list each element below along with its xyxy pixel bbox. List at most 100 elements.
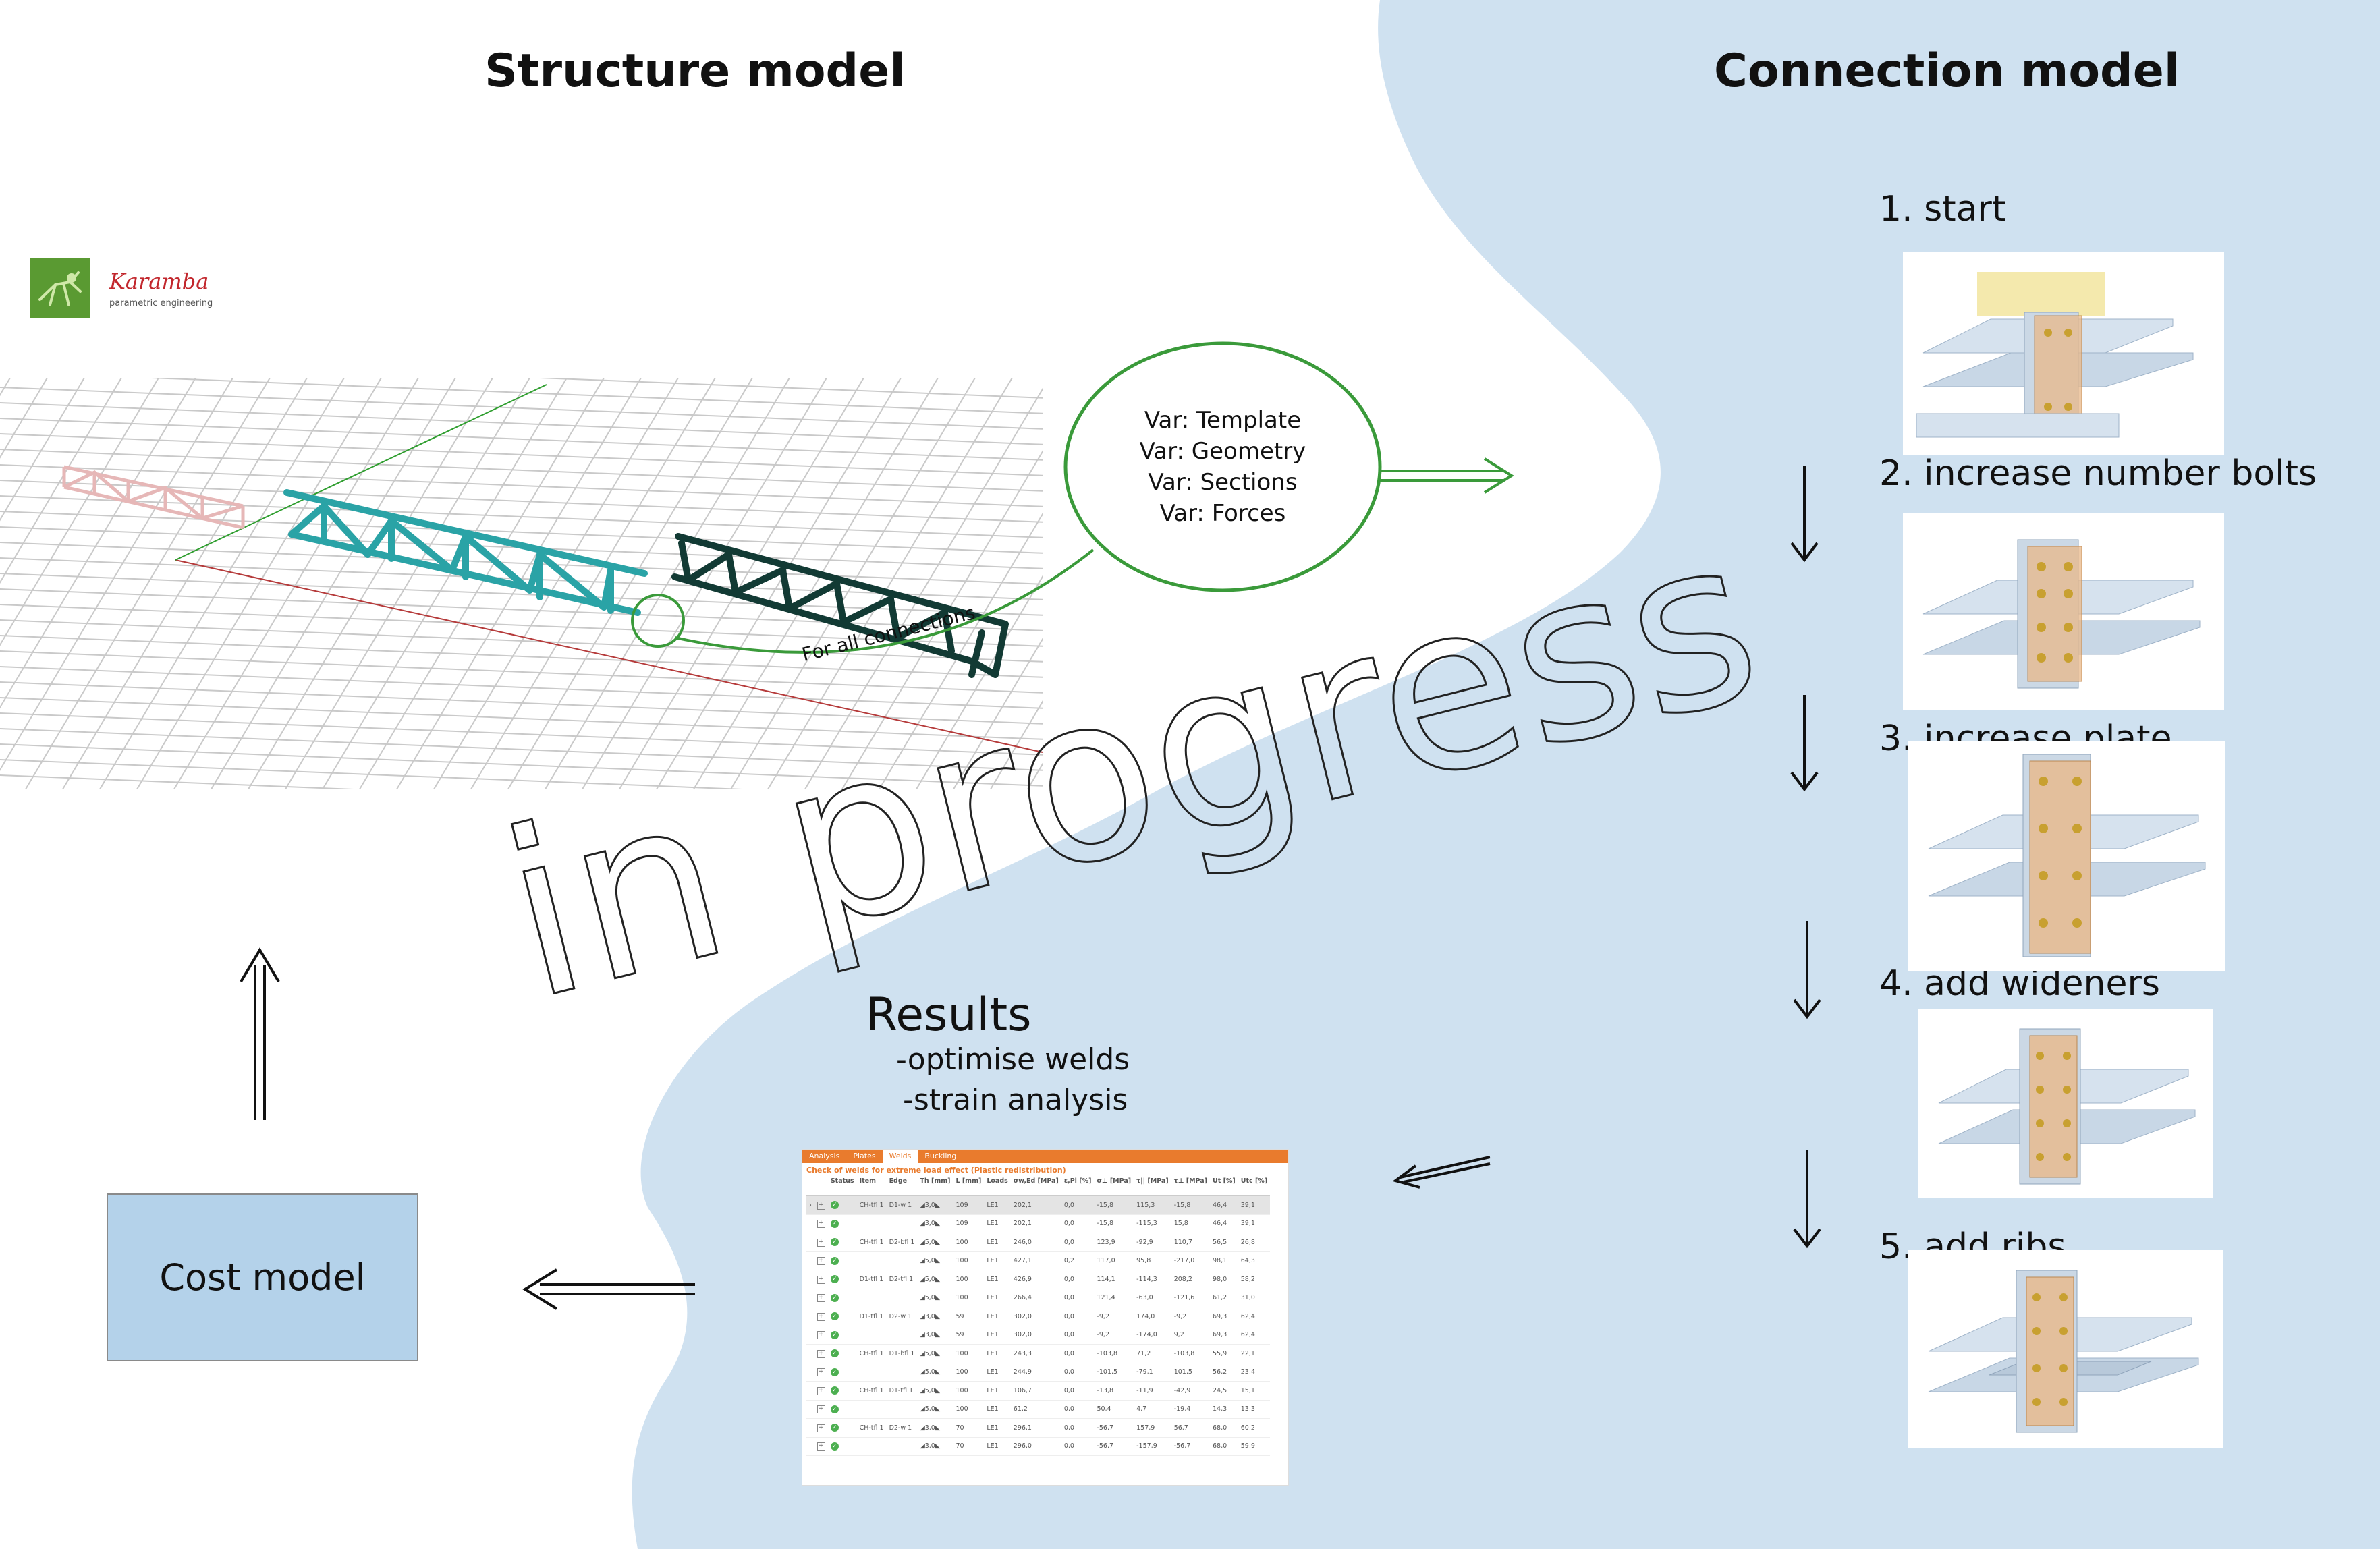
var-template: Var: Template — [1144, 407, 1302, 434]
table-cell — [856, 1400, 887, 1419]
status-cell: ✓ — [827, 1381, 857, 1401]
grasshopper-icon — [38, 271, 82, 306]
cost-model-box: Cost model — [107, 1193, 418, 1361]
column-header: Ut [%] — [1210, 1177, 1238, 1196]
expand-icon[interactable]: + — [817, 1257, 825, 1266]
status-cell: ✓ — [827, 1437, 857, 1456]
connection-render-bolts — [1903, 513, 2224, 710]
table-cell: 157,9 — [1134, 1418, 1171, 1438]
expand-icon[interactable]: + — [817, 1275, 825, 1284]
table-cell: -157,9 — [1134, 1437, 1171, 1456]
grid-line — [321, 378, 568, 789]
grid-line — [952, 638, 1043, 789]
expand-cell[interactable]: + — [814, 1233, 828, 1252]
status-ok-icon: ✓ — [830, 1275, 839, 1284]
expand-icon[interactable]: + — [817, 1442, 825, 1451]
table-cell — [806, 1437, 814, 1456]
expand-cell[interactable]: + — [814, 1307, 828, 1326]
expand-cell[interactable]: + — [814, 1437, 828, 1456]
expand-cell[interactable]: + — [814, 1251, 828, 1270]
table-cell: 114,1 — [1094, 1270, 1134, 1289]
table-cell: 243,3 — [1010, 1344, 1061, 1363]
expand-cell[interactable]: + — [814, 1195, 828, 1215]
table-cell: 0,0 — [1061, 1289, 1095, 1307]
status-ok-icon: ✓ — [830, 1256, 839, 1265]
table-cell: CH-tfl 1 — [856, 1233, 887, 1252]
expand-icon[interactable]: + — [817, 1331, 825, 1340]
expand-cell[interactable]: + — [814, 1381, 828, 1401]
structure-viewport — [0, 378, 1043, 789]
expand-icon[interactable]: + — [817, 1405, 825, 1414]
table-cell: 59,9 — [1238, 1437, 1271, 1456]
table-cell: -115,3 — [1134, 1214, 1171, 1233]
table-cell: 15,8 — [1171, 1214, 1210, 1233]
tab-analysis[interactable]: Analysis — [809, 1152, 840, 1160]
table-cell: -15,8 — [1094, 1214, 1134, 1233]
expand-cell[interactable]: + — [814, 1326, 828, 1345]
status-ok-icon: ✓ — [830, 1312, 839, 1321]
arrow-up-from-cost — [240, 947, 280, 1120]
grid-line — [136, 378, 382, 789]
tab-welds[interactable]: Welds — [882, 1150, 918, 1163]
karamba-tagline: parametric engineering — [109, 298, 213, 308]
table-cell: 100 — [953, 1233, 985, 1252]
expand-icon[interactable]: + — [817, 1312, 825, 1321]
table-cell — [886, 1400, 918, 1419]
expand-cell[interactable]: + — [814, 1363, 828, 1382]
grid-line — [0, 386, 1043, 430]
table-cell: 14,3 — [1210, 1400, 1238, 1419]
table-cell: 123,9 — [1094, 1233, 1134, 1252]
expand-icon[interactable]: + — [817, 1238, 825, 1247]
expand-cell[interactable]: + — [814, 1214, 828, 1233]
x-axis-line — [175, 559, 1043, 753]
tab-plates[interactable]: Plates — [853, 1152, 876, 1160]
table-cell: D2-tfl 1 — [886, 1270, 918, 1289]
table-cell: 50,4 — [1094, 1400, 1134, 1419]
column-header: τ|| [MPa] — [1134, 1177, 1171, 1196]
table-cell: 246,0 — [1010, 1233, 1061, 1252]
table-cell: ◢5,0◣ — [917, 1363, 953, 1382]
tab-buckling[interactable]: Buckling — [924, 1152, 957, 1160]
table-cell: 59 — [953, 1326, 985, 1345]
table-cell: 22,1 — [1238, 1344, 1271, 1363]
expand-icon[interactable]: + — [817, 1368, 825, 1377]
table-cell: LE1 — [984, 1195, 1011, 1215]
expand-icon[interactable]: + — [817, 1201, 825, 1210]
table-cell: -56,7 — [1094, 1437, 1134, 1456]
expand-cell[interactable]: + — [814, 1344, 828, 1363]
expand-cell[interactable]: + — [814, 1289, 828, 1307]
expand-cell[interactable]: + — [814, 1400, 828, 1419]
expand-cell[interactable]: + — [814, 1418, 828, 1438]
table-cell: 100 — [953, 1400, 985, 1419]
grid-line — [0, 378, 48, 459]
expand-icon[interactable]: + — [817, 1424, 825, 1432]
expand-icon[interactable]: + — [817, 1349, 825, 1358]
table-cell: ◢3,0◣ — [917, 1326, 953, 1345]
expand-icon[interactable]: + — [817, 1220, 825, 1229]
table-cell — [856, 1363, 887, 1382]
table-cell: 0,2 — [1061, 1251, 1095, 1270]
expand-icon[interactable]: + — [817, 1386, 825, 1395]
expand-cell[interactable]: + — [814, 1270, 828, 1289]
truss-ghost — [62, 465, 245, 530]
expand-icon[interactable]: + — [817, 1294, 825, 1303]
table-cell: 0,0 — [1061, 1418, 1095, 1438]
arrow-to-results — [1392, 1156, 1491, 1189]
status-cell: ✓ — [827, 1251, 857, 1270]
column-header — [806, 1177, 814, 1196]
table-cell: 15,1 — [1238, 1381, 1271, 1401]
